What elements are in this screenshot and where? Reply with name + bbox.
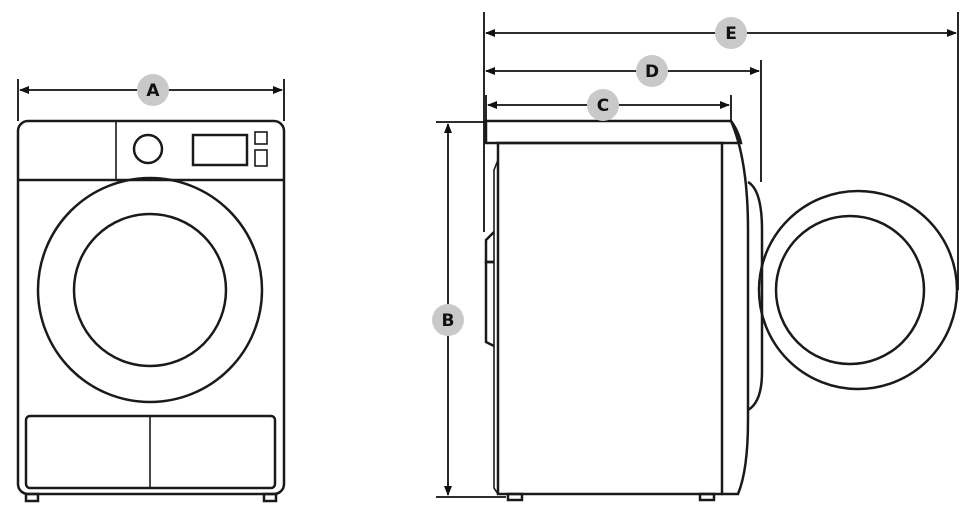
door-outer-ring (36, 176, 264, 404)
display-panel (191, 133, 249, 167)
front-left-foot (24, 492, 40, 503)
dryer-front-body (16, 119, 286, 496)
open-door-glass (774, 214, 926, 366)
label-a-text: A (146, 81, 160, 101)
rear-panel-bulge (484, 260, 495, 348)
front-face-profile (722, 120, 750, 496)
start-button (254, 149, 268, 167)
door-glass (72, 212, 228, 368)
label-d-text: D (645, 62, 659, 82)
front-right-foot (262, 492, 278, 503)
label-e-circle (715, 17, 747, 49)
label-d-circle (636, 55, 668, 87)
label-a-circle (137, 74, 169, 106)
rear-hose-bracket (484, 231, 495, 264)
side-front-foot (698, 492, 716, 502)
open-door-outer (757, 189, 959, 391)
label-b-text: B (442, 311, 455, 331)
top-lid (484, 119, 743, 145)
door-side-profile (747, 180, 764, 412)
label-c-circle (587, 89, 619, 121)
rear-edge (493, 159, 499, 495)
side-view (484, 119, 959, 502)
label-c: C (587, 89, 619, 121)
label-c-text: C (597, 96, 609, 116)
label-b-circle (432, 304, 464, 336)
label-a: A (137, 74, 169, 106)
control-dial (132, 133, 164, 165)
side-cabinet (496, 141, 724, 496)
label-d: D (636, 55, 668, 87)
label-e: E (715, 17, 747, 49)
power-button (254, 131, 268, 145)
side-rear-foot (506, 492, 524, 502)
label-b: B (432, 304, 464, 336)
front-view (16, 119, 286, 503)
label-e-text: E (725, 24, 737, 44)
dimension-labels: A B C D E (137, 17, 747, 336)
